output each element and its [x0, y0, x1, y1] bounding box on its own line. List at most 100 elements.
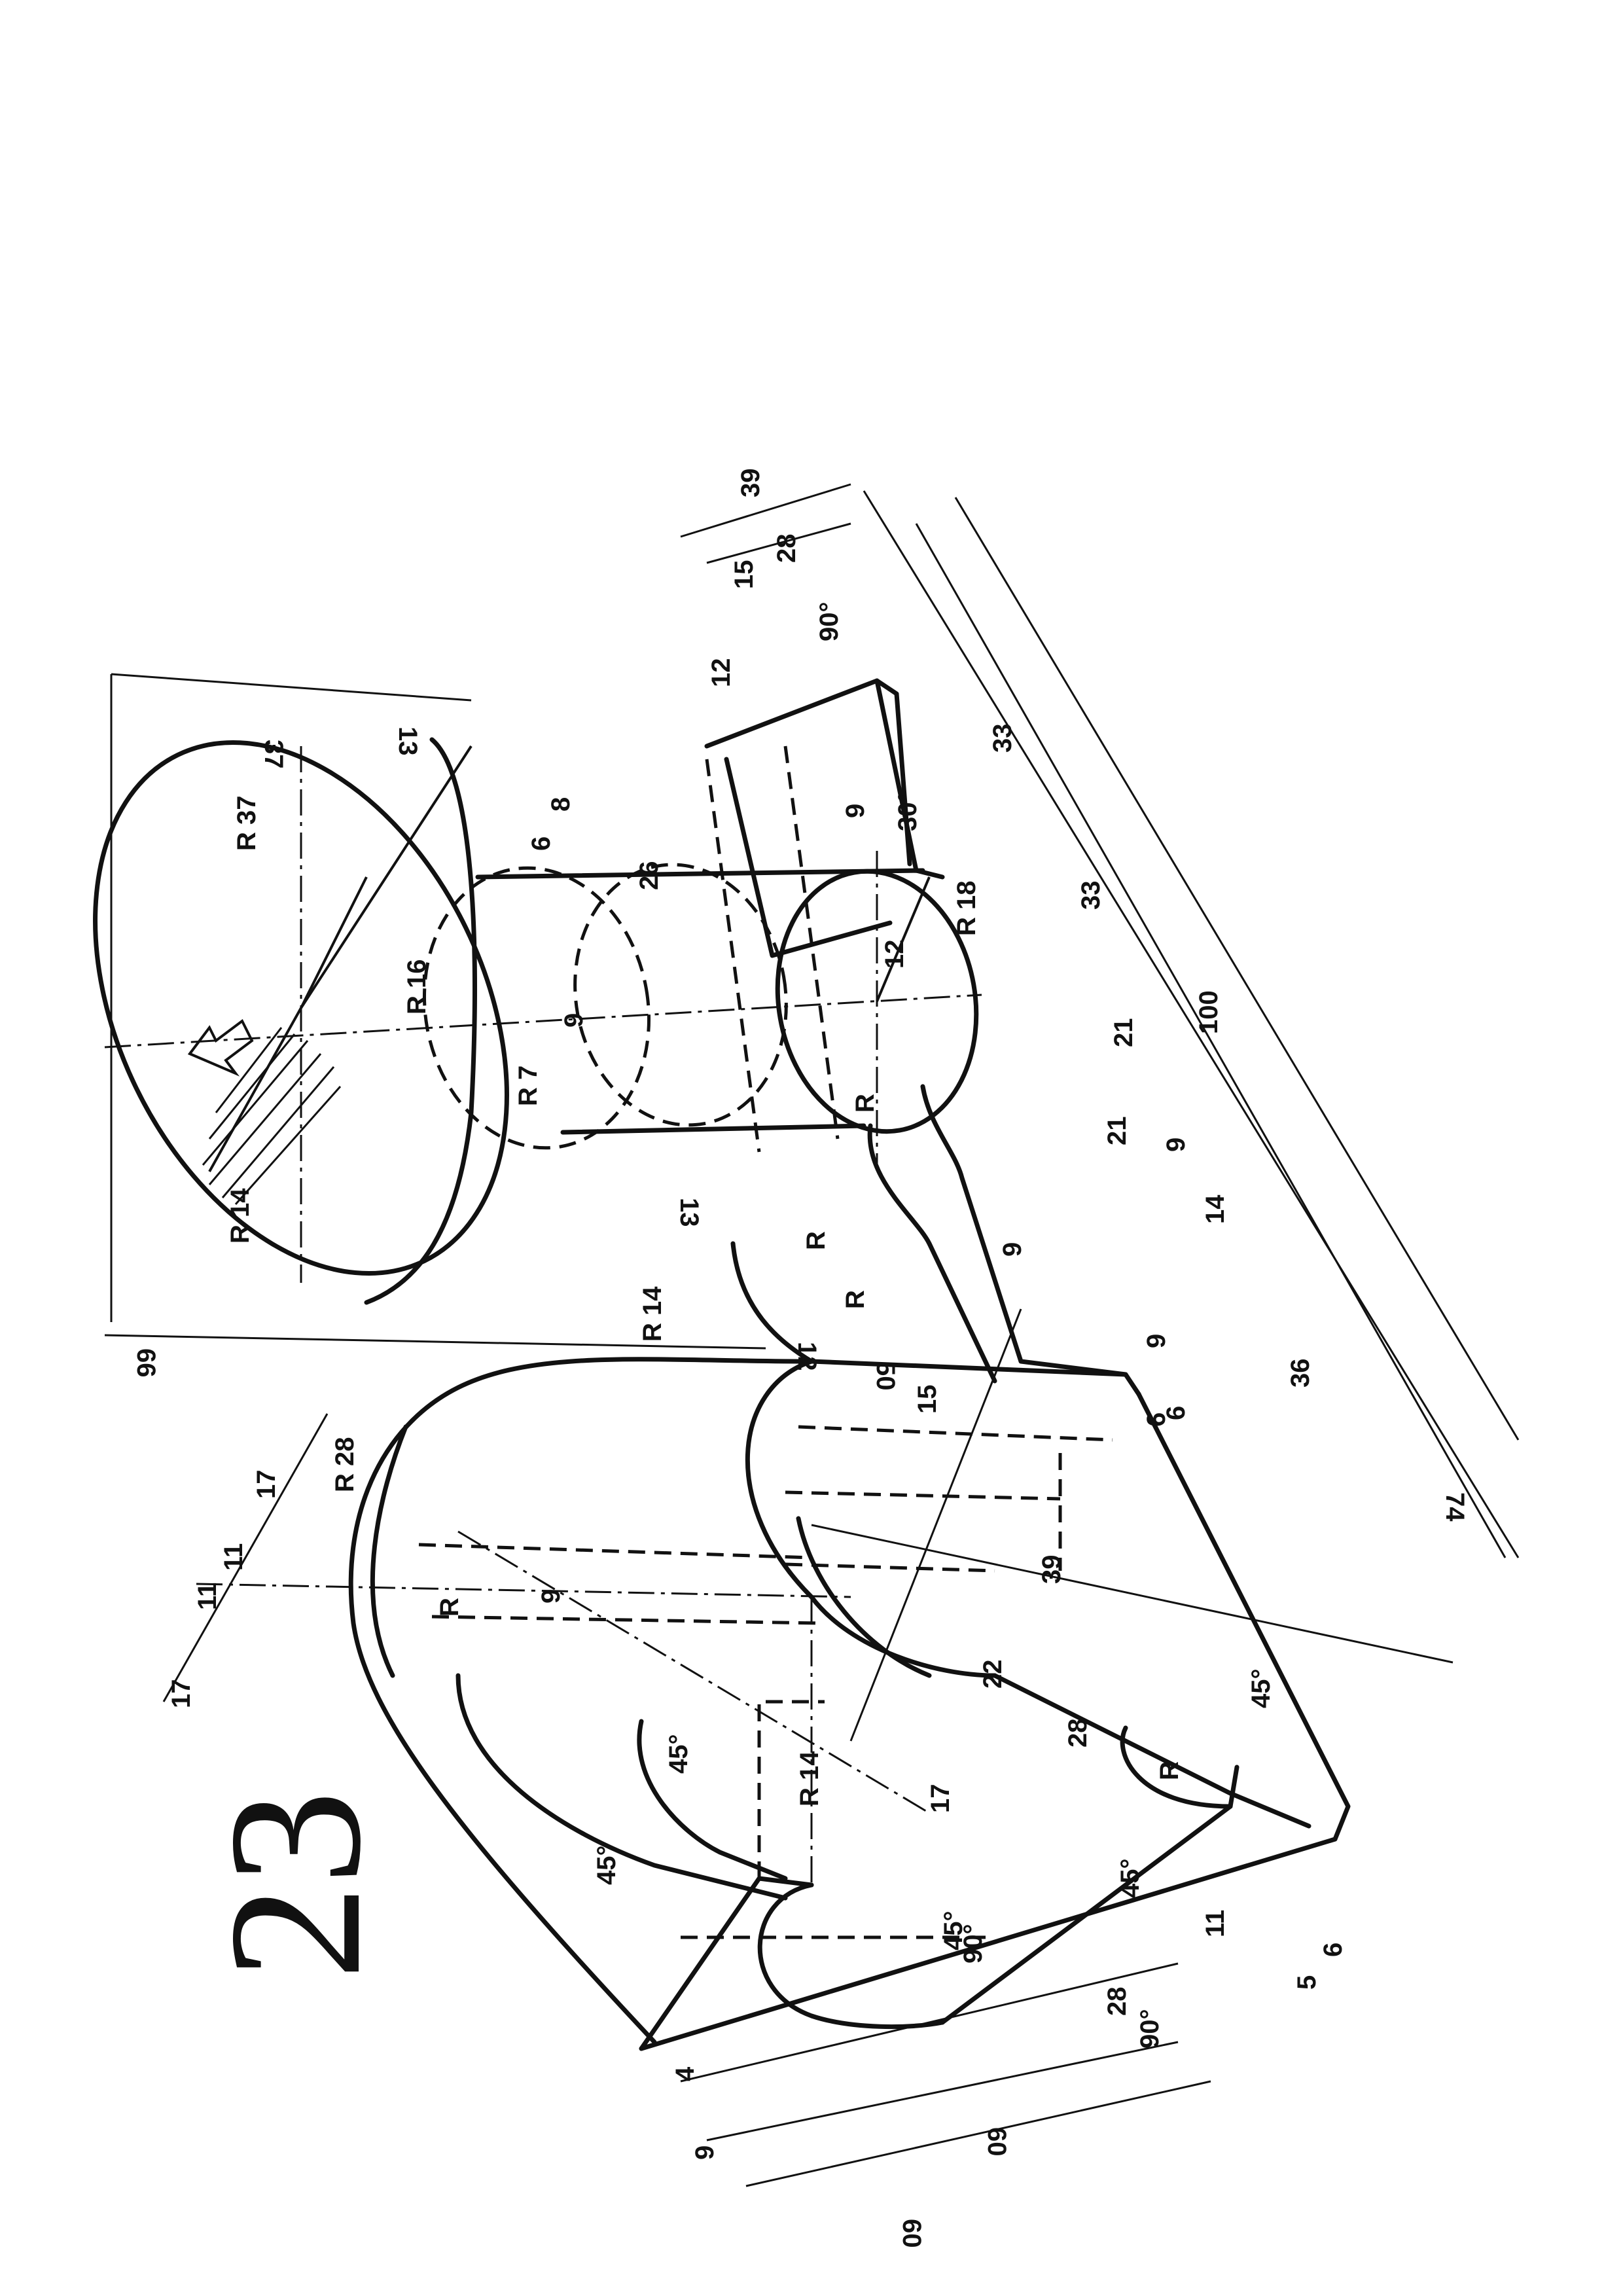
dim-label: 21: [1103, 1117, 1132, 1146]
dim-label: 9: [537, 1589, 565, 1604]
dim-label: 39: [736, 469, 765, 498]
dim-label: 9: [998, 1242, 1027, 1257]
arm-face-2: [874, 678, 945, 880]
dim-label: 9: [1162, 1138, 1190, 1152]
dim-label: R: [802, 1231, 830, 1250]
left-arch-inner: [370, 1424, 408, 1678]
dim-label: R 37: [232, 796, 261, 852]
dim-label: R 7: [514, 1066, 543, 1106]
dim-label: 21: [1109, 1018, 1138, 1048]
dim-label: 17: [252, 1470, 281, 1499]
dim-label: 13: [393, 726, 422, 756]
dim-label: 28: [1063, 1719, 1092, 1748]
bend-lower: [730, 1241, 814, 1364]
base-top-edge: [809, 1359, 1128, 1377]
dim-label: 39: [1037, 1555, 1066, 1585]
dim-label: 33: [988, 724, 1017, 753]
dim-label: 6: [527, 836, 556, 851]
dimension-lines: [104, 483, 1520, 2187]
dim-label: 26: [635, 861, 664, 891]
dim-label: 60: [897, 2219, 926, 2248]
dim-label: 22: [978, 1660, 1007, 1689]
round-flange-rim: [364, 737, 477, 1305]
bend-outer: [920, 1084, 1141, 1397]
central-arch-2: [796, 1516, 932, 1678]
dim-label: 9: [1142, 1334, 1171, 1348]
dim-label: 90°: [815, 602, 844, 642]
dim-label: 28: [1103, 1987, 1132, 2017]
lower-slope: [940, 1804, 1233, 2025]
arm-top-edge: [704, 678, 912, 867]
dim-label: 5: [1293, 1975, 1321, 1990]
dim-label: 11: [219, 1543, 248, 1571]
dim-label: 90°: [959, 1924, 988, 1964]
dim-label: 11: [193, 1583, 222, 1610]
part-outline: [93, 678, 1351, 2051]
slot-outline: [1120, 1725, 1240, 1809]
dim-label: 45°: [1116, 1859, 1145, 1899]
dim-label: R 28: [330, 1437, 359, 1493]
dim-label: R: [1155, 1761, 1184, 1780]
dim-label: 60: [982, 2127, 1011, 2157]
dim-label: 30°: [893, 792, 922, 832]
dim-label: R 14: [638, 1286, 667, 1342]
dim-label: 45°: [1247, 1669, 1275, 1709]
base-right-edge: [1136, 1391, 1351, 1842]
dimension-labels: 39 28 15 12 90° 33 30° 9 33 R 18 12 37 1…: [132, 469, 1469, 2248]
dim-label: R 14: [226, 1188, 255, 1244]
lower-arch: [757, 1882, 945, 2030]
dim-label: 8: [546, 797, 575, 812]
dim-label: 33: [1077, 881, 1105, 910]
dim-label: 36: [1286, 1359, 1315, 1388]
dim-label: 6: [1162, 1406, 1190, 1420]
dim-label: 6: [1142, 1412, 1171, 1427]
dim-label: 12: [793, 1342, 821, 1371]
dim-label: 50: [871, 1361, 900, 1391]
dim-label: 12: [707, 658, 736, 688]
left-arch: [348, 1357, 814, 2045]
dim-label: 90°: [1135, 2009, 1164, 2049]
dim-label: 9: [690, 2145, 719, 2160]
dim-label: R 14: [795, 1751, 824, 1806]
dim-label: 45°: [664, 1734, 693, 1774]
dim-label: 13: [675, 1198, 704, 1227]
dim-label: 17: [926, 1784, 955, 1814]
section-hatch: [202, 1027, 342, 1205]
bend-inner: [867, 1123, 997, 1384]
dim-label: 14: [1201, 1194, 1230, 1224]
view-arrow-icon: [187, 1018, 254, 1077]
dim-label: 12: [880, 940, 909, 969]
dim-label: R 16: [402, 960, 431, 1015]
dim-label: 15: [913, 1385, 942, 1414]
dim-label: 28: [772, 534, 801, 564]
centre-lines: [104, 746, 982, 1885]
arm-face-1: [724, 757, 893, 958]
hidden-edges: [418, 745, 1113, 1939]
central-arch: [745, 1359, 997, 1678]
base-bottom-edge: [639, 1837, 1338, 2051]
dim-label: 9: [560, 1013, 588, 1028]
dim-label: 45°: [592, 1846, 621, 1886]
dim-label: R 18: [952, 881, 981, 937]
dim-label: 74: [1440, 1492, 1469, 1522]
dim-label: 45°: [939, 1911, 968, 1951]
dim-label: 11: [1201, 1910, 1230, 1937]
dim-label: R: [435, 1598, 464, 1617]
dim-label: 4: [671, 2066, 700, 2081]
dim-label: 100: [1194, 990, 1223, 1034]
dim-label: 17: [167, 1679, 196, 1709]
cylinder-lower-edge: [560, 1123, 866, 1135]
dim-label: 9: [841, 804, 870, 818]
dim-label: R: [841, 1290, 870, 1309]
cylinder-end-face: [775, 869, 979, 1134]
dim-label: 15: [730, 560, 758, 590]
small-arch: [637, 1719, 788, 1881]
leaders: [208, 745, 931, 1172]
dim-label: 37: [259, 740, 288, 769]
dim-label: 6: [1319, 1943, 1347, 1957]
dim-label: R: [851, 1094, 880, 1113]
mid-arch: [455, 1673, 788, 1901]
dim-label: 66: [132, 1348, 160, 1378]
